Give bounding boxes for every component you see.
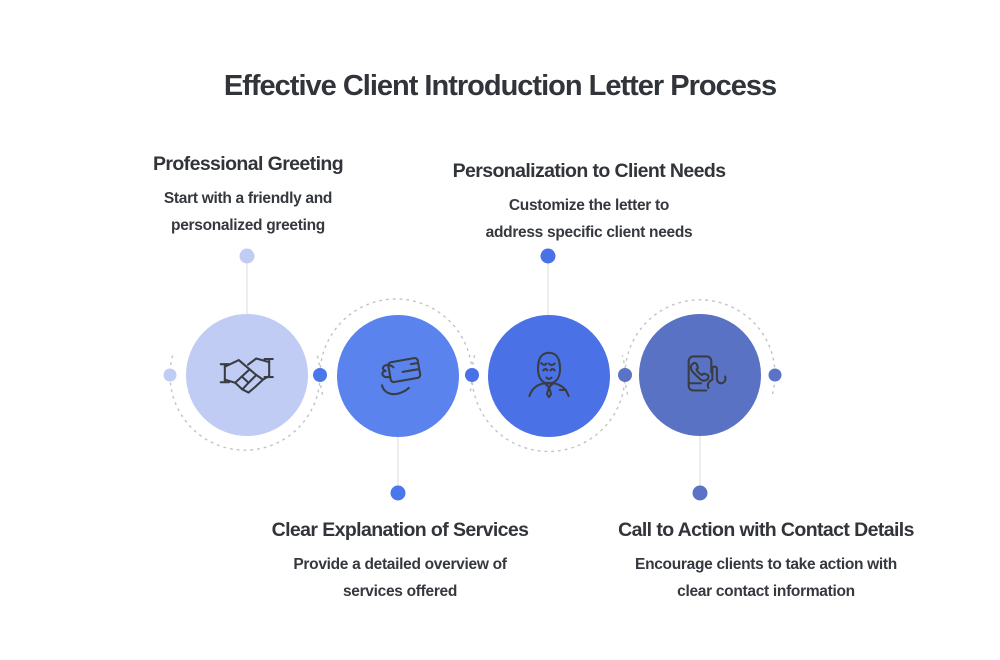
- rail-dot-3: [465, 368, 479, 382]
- step-title: Clear Explanation of Services: [271, 519, 529, 541]
- connector-lines: [246, 258, 701, 492]
- step-circle-professional-greeting: [186, 314, 308, 436]
- step-title: Personalization to Client Needs: [452, 160, 726, 182]
- label-dot-call-to-action: [692, 485, 708, 501]
- step-label-clear-explanation: Clear Explanation of Services Provide a …: [220, 519, 580, 605]
- handshake-icon: [219, 357, 274, 394]
- rail-dot-5: [768, 368, 782, 382]
- step-description-line: personalized greeting: [171, 217, 325, 234]
- card-in-hand-icon: [380, 357, 422, 396]
- dashed-orbit-arcs: [169, 298, 776, 453]
- step-circle-call-to-action: [639, 314, 761, 436]
- step-description-line: services offered: [342, 583, 458, 600]
- step-description-line: clear contact information: [677, 583, 855, 600]
- step-title: Professional Greeting: [152, 153, 344, 175]
- person-icon: [528, 351, 570, 399]
- step-circle-clear-explanation: [337, 315, 459, 437]
- phone-contact-icon: [687, 355, 727, 392]
- page-title: Effective Client Introduction Letter Pro…: [223, 70, 777, 102]
- rail-dot-2: [313, 368, 327, 382]
- label-dots: [239, 248, 708, 501]
- step-description-line: Start with a friendly and: [163, 190, 333, 207]
- step-description-line: Customize the letter to: [508, 197, 670, 214]
- rail-dot-4: [618, 368, 632, 382]
- step-label-professional-greeting: Professional Greeting Start with a frien…: [68, 153, 428, 239]
- label-dot-personalization: [540, 248, 556, 264]
- step-description-line: Provide a detailed overview of: [293, 556, 507, 573]
- step-description-line: address specific client needs: [485, 224, 693, 241]
- rail-dots: [163, 368, 782, 382]
- label-dot-services: [390, 485, 406, 501]
- label-dot-greeting: [239, 248, 255, 264]
- step-description-line: Encourage clients to take action with: [635, 556, 897, 573]
- step-title: Call to Action with Contact Details: [618, 519, 914, 541]
- step-label-personalization: Personalization to Client Needs Customiz…: [409, 160, 769, 246]
- rail-dot-1: [163, 368, 177, 382]
- step-circle-personalization: [488, 315, 610, 437]
- step-label-call-to-action: Call to Action with Contact Details Enco…: [586, 519, 946, 605]
